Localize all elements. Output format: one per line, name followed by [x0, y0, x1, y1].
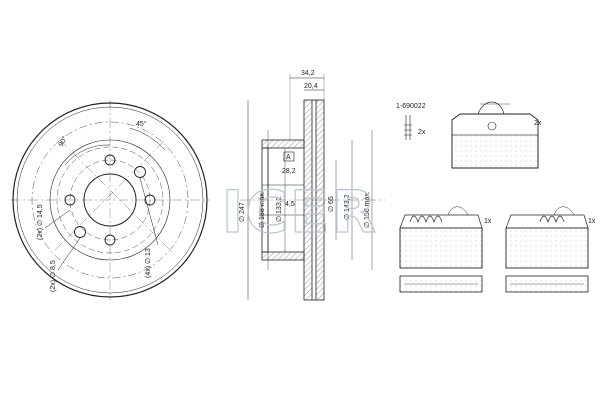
accessory-qty: 2x	[418, 129, 426, 136]
dia-158-left: ∅ 158 máx.	[259, 191, 266, 228]
dim-inner-thickness: 20,4	[304, 83, 318, 90]
pad-right-qty: 1x	[588, 218, 596, 225]
icer-watermark: ICER	[222, 178, 378, 246]
angle-90-label: 90°	[57, 135, 69, 148]
dia-133: ∅ 133,2	[276, 196, 283, 222]
dim-thickness: 34,2	[301, 70, 315, 77]
dia-65: ∅ 65	[328, 196, 335, 212]
dia-158-right: ∅ 158 máx.	[364, 191, 371, 228]
locating-hole	[134, 166, 146, 178]
pcd-label: (2x) ∅ 8,5	[50, 260, 57, 292]
accessory-part-number: 1-690022	[396, 103, 426, 110]
pad-left-qty: 1x	[484, 218, 492, 225]
dia-143: ∅ 143,2	[344, 194, 351, 220]
pad-top-qty: 2x	[534, 120, 542, 127]
holes-dia-label-2: (4x) ∅ 13	[145, 248, 152, 278]
dim-hub: 28,2	[282, 168, 296, 175]
holes-dia-label-1: (2x) ∅ 14,5	[37, 204, 44, 240]
dia-outer: ∅ 247	[239, 202, 246, 222]
label-a: A	[286, 154, 291, 161]
disc-cross-section	[240, 74, 385, 301]
wear-sensor-clip	[404, 115, 412, 140]
locating-hole	[74, 226, 86, 238]
disc-front-view	[10, 100, 210, 300]
angle-45-label: 45°	[136, 120, 147, 128]
brake-pad-left	[399, 206, 483, 293]
brake-pad-top	[451, 101, 539, 169]
brake-pad-right	[505, 206, 589, 293]
dim-offset: 4,5	[285, 201, 295, 208]
